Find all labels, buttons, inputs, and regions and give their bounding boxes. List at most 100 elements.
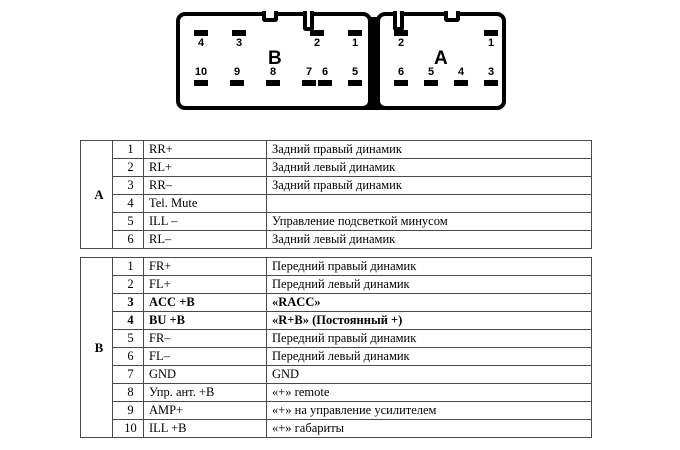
connector-pin-contact — [232, 30, 246, 36]
connector-pin-label-a-4: 4 — [457, 66, 465, 78]
pin-signal-cell: RL– — [143, 230, 267, 249]
pin-number-cell: 8 — [112, 383, 144, 402]
connector-pin-label-b-4: 4 — [197, 37, 205, 49]
connector-letter-a: A — [434, 48, 448, 69]
pin-signal-cell: RR+ — [143, 140, 267, 159]
pin-description-cell: «R+B» (Постоянный +) — [266, 311, 592, 330]
pin-number-cell: 2 — [112, 275, 144, 294]
pin-description-cell: Управление подсветкой минусом — [266, 212, 592, 231]
pin-number-cell: 1 — [112, 257, 144, 276]
connector-pin-contact — [394, 80, 408, 86]
connector-pin-label-b-3: 3 — [235, 37, 243, 49]
connector-pin-label-a-1: 1 — [487, 37, 495, 49]
connector-letter-b: B — [268, 48, 282, 69]
pin-signal-cell: FL– — [143, 347, 267, 366]
pin-description-cell: Задний правый динамик — [266, 176, 592, 195]
connector-block-a: 2 1 6 5 4 3 A — [376, 11, 506, 110]
pin-number-cell: 3 — [112, 176, 144, 195]
connector-pin-contact — [424, 80, 438, 86]
pin-number-cell: 2 — [112, 158, 144, 177]
connector-pin-contact — [394, 30, 408, 36]
pin-signal-cell: GND — [143, 365, 267, 384]
pin-number-cell: 4 — [112, 194, 144, 213]
pin-number-cell: 5 — [112, 212, 144, 231]
connector-group-label-b: B — [80, 257, 113, 438]
connector-pin-label-a-3: 3 — [487, 66, 495, 78]
pin-description-cell: Задний левый динамик — [266, 230, 592, 249]
connector-pin-contact — [310, 30, 324, 36]
connector-pin-label-b-5: 5 — [351, 66, 359, 78]
pin-number-cell: 5 — [112, 329, 144, 348]
pin-description-cell: «+» на управление усилителем — [266, 401, 592, 420]
pin-signal-cell: ILL +B — [143, 419, 267, 438]
pin-signal-cell: AMP+ — [143, 401, 267, 420]
pin-description-cell: Задний правый динамик — [266, 140, 592, 159]
connector-pin-label-b-9: 9 — [233, 66, 241, 78]
connector-pin-label-a-6: 6 — [397, 66, 405, 78]
pin-number-cell: 6 — [112, 347, 144, 366]
connector-pin-contact — [348, 30, 362, 36]
pin-signal-cell: ACC +B — [143, 293, 267, 312]
pin-signal-cell: FL+ — [143, 275, 267, 294]
connector-pin-contact — [194, 80, 208, 86]
pin-number-cell: 10 — [112, 419, 144, 438]
connector-pin-label-a-5: 5 — [427, 66, 435, 78]
pin-number-cell: 4 — [112, 311, 144, 330]
pin-signal-cell: Tel. Mute — [143, 194, 267, 213]
pin-description-cell: «+» габариты — [266, 419, 592, 438]
pin-description-cell: Передний левый динамик — [266, 347, 592, 366]
connector-pin-contact — [484, 80, 498, 86]
pin-number-cell: 3 — [112, 293, 144, 312]
pin-description-cell: Задний левый динамик — [266, 158, 592, 177]
connector-notch — [262, 11, 278, 22]
pin-description-cell: Передний левый динамик — [266, 275, 592, 294]
connector-pin-label-b-6: 6 — [321, 66, 329, 78]
connector-group-label-a: A — [80, 140, 113, 249]
connector-pin-label-b-8: 8 — [269, 66, 277, 78]
connector-pin-contact — [194, 30, 208, 36]
connector-pin-label-b-7: 7 — [305, 66, 313, 78]
pin-signal-cell: BU +B — [143, 311, 267, 330]
pin-description-cell: GND — [266, 365, 592, 384]
connector-notch — [393, 11, 404, 31]
connector-pin-contact — [318, 80, 332, 86]
connector-pin-contact — [348, 80, 362, 86]
connector-pin-label-a-2: 2 — [397, 37, 405, 49]
pin-signal-cell: FR– — [143, 329, 267, 348]
connector-pin-label-b-2: 2 — [313, 37, 321, 49]
connector-pin-contact — [230, 80, 244, 86]
connector-pin-label-b-10: 10 — [194, 66, 208, 78]
connector-notch — [303, 11, 314, 31]
pin-signal-cell: RL+ — [143, 158, 267, 177]
pin-number-cell: 1 — [112, 140, 144, 159]
pin-description-cell — [266, 194, 592, 213]
connector-pin-contact — [454, 80, 468, 86]
pin-number-cell: 7 — [112, 365, 144, 384]
pin-description-cell: Передний правый динамик — [266, 329, 592, 348]
pin-signal-cell: Упр. ант. +B — [143, 383, 267, 402]
pin-signal-cell: RR– — [143, 176, 267, 195]
pin-signal-cell: ILL – — [143, 212, 267, 231]
pin-number-cell: 6 — [112, 230, 144, 249]
pin-number-cell: 9 — [112, 401, 144, 420]
